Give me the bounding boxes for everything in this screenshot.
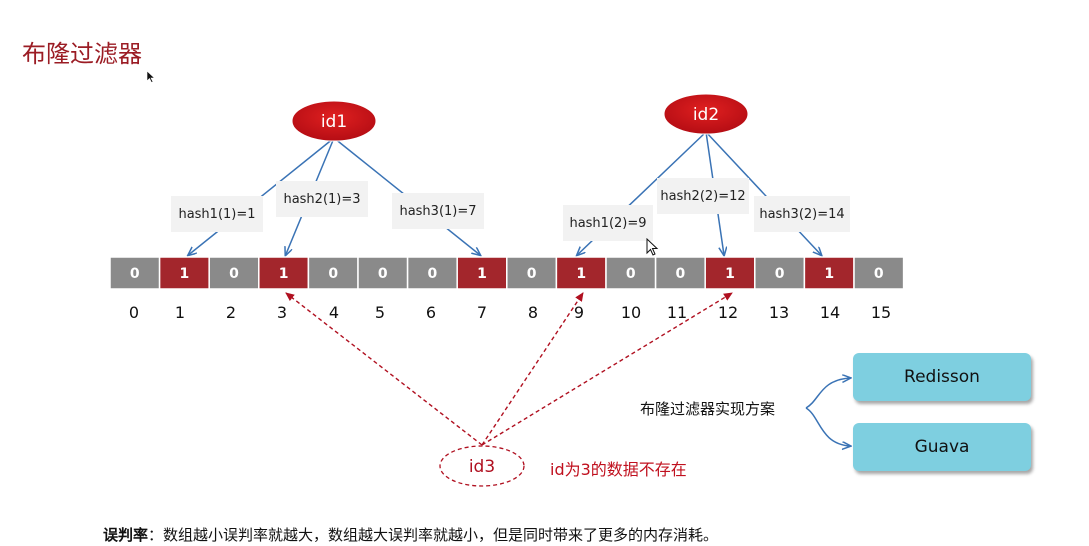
bit-value: 0: [676, 266, 686, 282]
bit-value: 1: [180, 266, 190, 282]
page-title: 布隆过滤器: [22, 40, 142, 68]
arrow-to-guava: [805, 407, 850, 446]
bit-cell: [109, 256, 161, 290]
bit-cell: [754, 256, 806, 290]
bit-cell: [208, 256, 260, 290]
bit-cell: [654, 256, 706, 290]
bit-cell: [456, 256, 508, 290]
bit-index: 7: [477, 303, 487, 322]
bit-value: 1: [576, 266, 586, 282]
bit-value: 0: [378, 266, 388, 282]
mouse-cursor-icon: [146, 70, 156, 83]
id1-node: [291, 100, 377, 142]
bit-index: 0: [129, 303, 139, 322]
bit-index: 13: [769, 303, 789, 322]
hash-label-box: [276, 181, 368, 217]
hash-label: hash1(1)=1: [178, 207, 255, 222]
bit-cell: [704, 256, 756, 290]
bit-cell: [506, 256, 558, 290]
bit-index: 14: [820, 303, 840, 322]
bit-value: 0: [428, 266, 438, 282]
bit-index: 9: [574, 303, 584, 322]
arrow-to-redisson: [805, 378, 850, 409]
bit-index: 2: [226, 303, 236, 322]
redisson-option: Redisson: [853, 353, 1031, 401]
hash-label: hash1(2)=9: [569, 216, 646, 231]
mouse-pointer-icon: [646, 238, 659, 256]
bit-value: 0: [874, 266, 884, 282]
hash-label: hash3(2)=14: [759, 207, 844, 222]
bit-cell: [803, 256, 855, 290]
id3-check-arrow: [481, 292, 584, 446]
id2-node: [663, 93, 749, 135]
hash-arrow: [705, 131, 821, 255]
hash-label-box: [171, 196, 263, 232]
id2-label: id2: [693, 105, 719, 125]
hash-label-box: [563, 205, 653, 241]
bit-value: 1: [279, 266, 289, 282]
bit-index: 10: [621, 303, 641, 322]
bit-cell: [158, 256, 210, 290]
bit-value: 0: [229, 266, 239, 282]
hash-label: hash2(1)=3: [283, 192, 360, 207]
id3-note: id为3的数据不存在: [550, 460, 687, 479]
bit-cell: [258, 256, 310, 290]
guava-option: Guava: [853, 423, 1031, 471]
bit-cell: [853, 256, 905, 290]
bit-index: 6: [426, 303, 436, 322]
bit-value: 0: [527, 266, 537, 282]
bit-value: 0: [130, 266, 140, 282]
bit-index: 11: [667, 303, 687, 322]
hash-label-box: [754, 196, 850, 232]
id3-check-arrow: [285, 292, 483, 446]
bit-index: 5: [375, 303, 385, 322]
false-positive-text: ：数组越小误判率就越大，数组越大误判率就越小，但是同时带来了更多的内存消耗。: [148, 526, 719, 544]
bit-value: 1: [824, 266, 834, 282]
bit-index: 15: [871, 303, 891, 322]
id3-label: id3: [469, 457, 495, 477]
implementations-label: 布隆过滤器实现方案: [640, 400, 776, 418]
bit-index: 3: [277, 303, 287, 322]
bit-value: 0: [775, 266, 785, 282]
false-positive-term: 误判率: [103, 526, 149, 544]
hash-label: hash2(2)=12: [660, 189, 745, 204]
bit-value: 0: [328, 266, 338, 282]
bit-value: 0: [626, 266, 636, 282]
hash-label-box: [392, 193, 484, 229]
id3-node: [439, 445, 525, 487]
hash-label-box: [657, 178, 749, 214]
id1-label: id1: [321, 112, 347, 132]
bit-index: 4: [329, 303, 339, 322]
bit-index: 8: [528, 303, 538, 322]
bit-value: 1: [477, 266, 487, 282]
hash-label: hash3(1)=7: [399, 204, 476, 219]
bit-cell: [406, 256, 458, 290]
false-positive-note: 误判率：数组越小误判率就越大，数组越大误判率就越小，但是同时带来了更多的内存消耗…: [103, 524, 718, 545]
bit-value: 1: [725, 266, 735, 282]
bit-index: 1: [175, 303, 185, 322]
bit-index: 12: [718, 303, 738, 322]
